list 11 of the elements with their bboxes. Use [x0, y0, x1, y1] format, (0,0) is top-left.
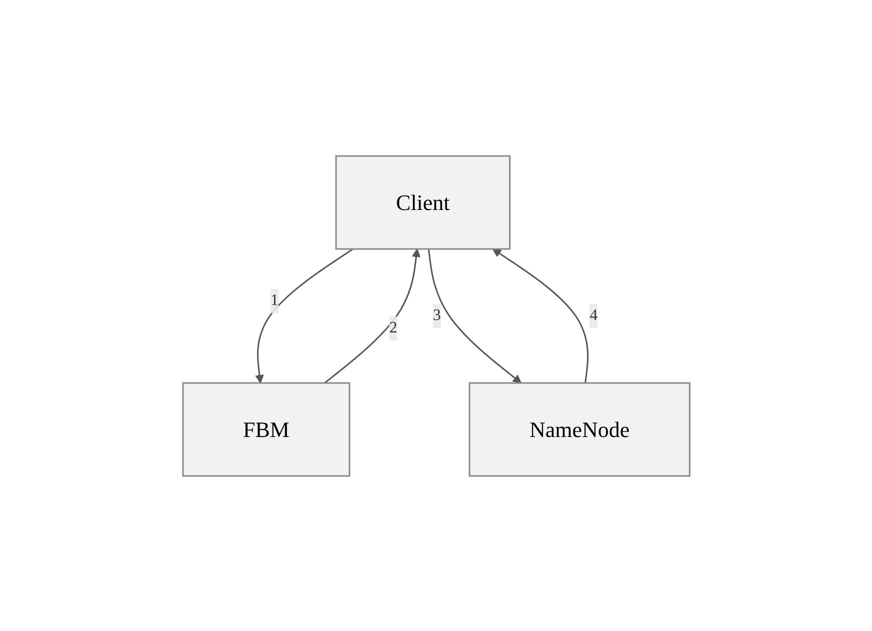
arrow — [254, 248, 354, 383]
node-box: FBM — [182, 382, 350, 476]
arrow — [492, 248, 588, 383]
edge-label: 4 — [589, 306, 598, 324]
edge-label: 1 — [270, 292, 278, 309]
node-box: Client — [334, 154, 510, 250]
arrow — [324, 248, 420, 384]
edge-label: 2 — [388, 318, 397, 336]
edge-label: 3 — [432, 306, 441, 324]
node-box: NameNode — [468, 382, 690, 476]
arrow — [428, 248, 522, 383]
